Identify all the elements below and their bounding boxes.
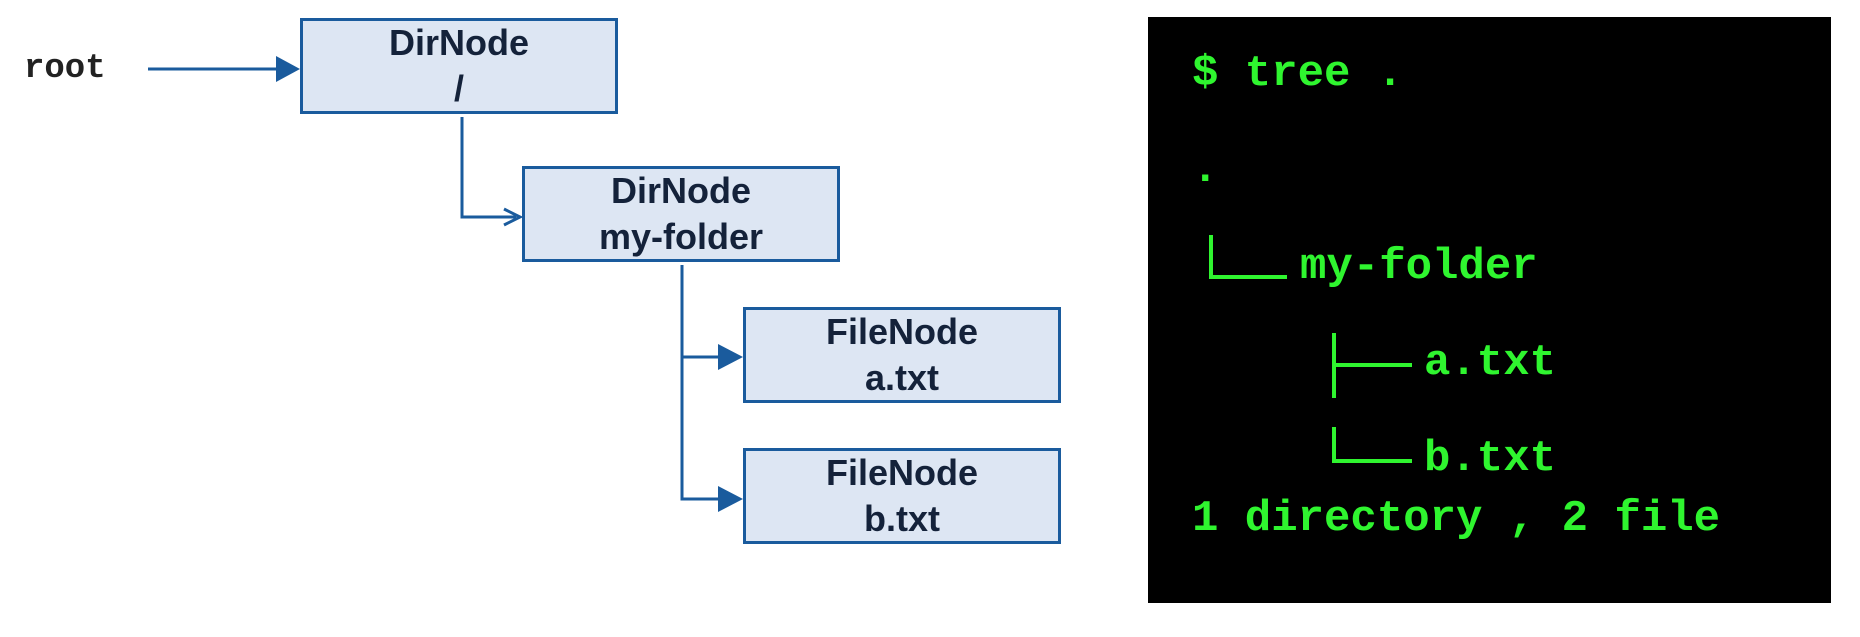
node-type-label: FileNode [825,311,978,352]
terminal-tree-file-a: a.txt [1424,338,1557,388]
terminal-command: $ tree . [1192,49,1404,99]
edge-folder-to-b [680,265,718,501]
filenode-b-txt: FileNode b.txt [743,448,1061,544]
dirnode-my-folder: DirNode my-folder [522,166,840,262]
root-pointer-label: root [24,50,106,88]
terminal-panel: $ tree . . my-folder a.txt b.txt 1 direc… [1148,17,1831,603]
dirnode-root: DirNode / [300,18,618,114]
terminal-summary: 1 directory , 2 file [1192,494,1721,544]
edge-folder-to-b-arrowhead [718,486,743,512]
filenode-a-txt: FileNode a.txt [743,307,1061,403]
node-type-label: DirNode [610,170,751,211]
tree-branch-vertical [1209,235,1213,279]
edge-root-to-folder [460,117,516,219]
node-name-label: b.txt [864,498,940,539]
node-type-label: DirNode [388,22,529,63]
root-arrowhead [276,56,300,82]
terminal-tree-file-b: b.txt [1424,434,1557,484]
node-name-label: / [453,68,464,109]
tree-branch-horizontal [1332,363,1412,367]
node-name-label: my-folder [598,216,764,257]
edge-root-to-folder-arrowhead [503,207,524,227]
tree-branch-vertical [1332,427,1336,463]
node-name-label: a.txt [864,357,940,398]
tree-branch-horizontal [1209,275,1287,279]
edge-folder-to-a-arrowhead [718,344,743,370]
terminal-tree-root: . [1192,145,1219,195]
terminal-tree-folder: my-folder [1300,242,1538,292]
node-type-label: FileNode [825,452,978,493]
tree-branch-horizontal [1332,459,1412,463]
